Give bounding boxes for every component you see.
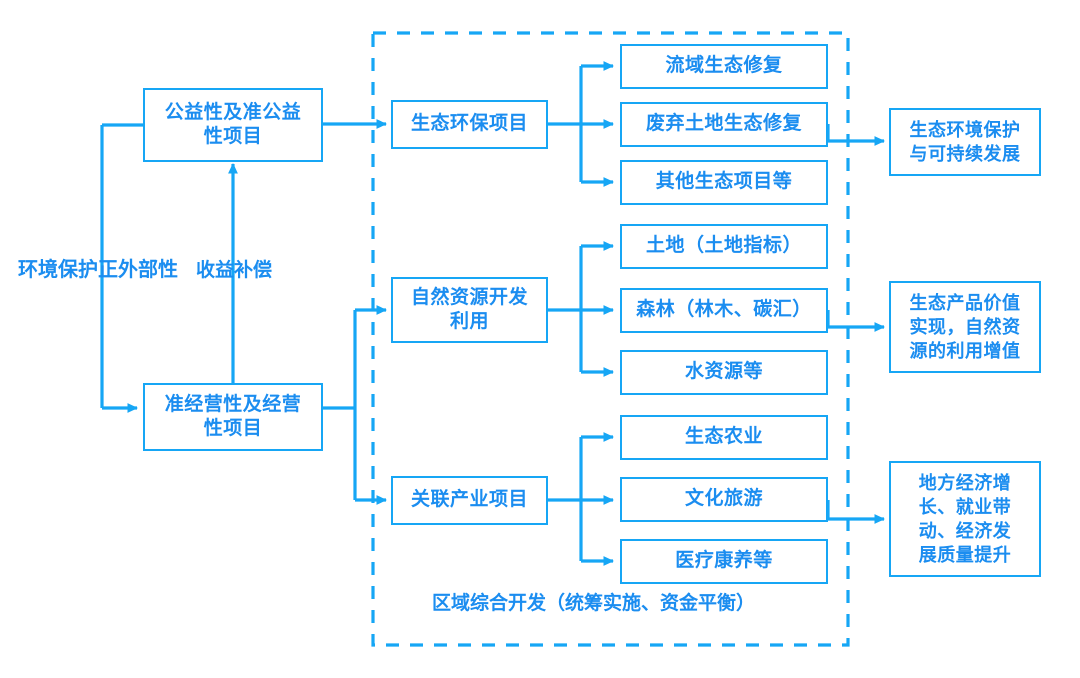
outcome-line: 长、就业带 — [918, 496, 1012, 517]
leaf-medical-wellness[interactable]: 医疗康养等 — [620, 539, 828, 584]
leaf-land-quota[interactable]: 土地（土地指标） — [620, 224, 828, 269]
outcome-line: 动、经济发 — [918, 521, 1012, 541]
outcome-line: 生态产品价值 — [909, 292, 1021, 313]
node-related-industry-projects[interactable]: 关联产业项目 — [391, 476, 548, 525]
node-quasi-commercial-projects[interactable]: 准经营性及经营 性项目 — [143, 383, 323, 451]
node-eco-environment-line1: 生态环保项目 — [410, 113, 528, 135]
outcome-line: 与可持续发展 — [909, 144, 1021, 164]
outcome-line: 生态环境保护 — [909, 119, 1021, 140]
node-public-welfare-projects[interactable]: 公益性及准公益 性项目 — [143, 88, 323, 162]
leaf-label: 废弃土地生态修复 — [645, 113, 802, 135]
leaf-water-resources[interactable]: 水资源等 — [620, 350, 828, 395]
node-natural-resource-line2: 利用 — [449, 311, 489, 332]
leaf-label: 森林（林木、碳汇） — [636, 299, 812, 321]
label-environmental-externality: 环境保护正外部性 — [18, 259, 178, 281]
leaf-label: 水资源等 — [684, 361, 763, 383]
outcome-line: 展质量提升 — [918, 545, 1012, 566]
leaf-label: 土地（土地指标） — [645, 235, 802, 257]
wire-relind-group-right — [826, 500, 885, 524]
node-natural-resource-development[interactable]: 自然资源开发 利用 — [391, 277, 548, 343]
outcome-line: 地方经济增 — [918, 472, 1012, 493]
node-public-welfare-line2: 性项目 — [203, 126, 263, 147]
node-quasi-commercial-line2: 性项目 — [203, 418, 263, 439]
leaf-other-eco-projects[interactable]: 其他生态项目等 — [620, 160, 828, 205]
leaf-label: 其他生态项目等 — [655, 171, 793, 193]
leaf-eco-agriculture[interactable]: 生态农业 — [620, 415, 828, 460]
outcome-line: 实现，自然资 — [909, 316, 1021, 337]
leaf-label: 医疗康养等 — [675, 550, 773, 572]
leaf-forest-timber-carbon[interactable]: 森林（林木、碳汇） — [620, 288, 828, 333]
node-natural-resource-line1: 自然资源开发 — [410, 286, 528, 308]
outcome-eco-product-value[interactable]: 生态产品价值 实现，自然资 源的利用增值 — [889, 281, 1041, 373]
leaf-abandoned-land-restoration[interactable]: 废弃土地生态修复 — [620, 102, 828, 147]
leaf-label: 文化旅游 — [684, 488, 763, 510]
label-benefit-compensation: 收益补偿 — [196, 260, 273, 281]
outcome-eco-protection[interactable]: 生态环境保护 与可持续发展 — [889, 108, 1041, 176]
caption-regional-development: 区域综合开发（统筹实施、资金平衡） — [432, 593, 756, 614]
wire-ecoenv-group-right — [826, 124, 885, 146]
node-public-welfare-line1: 公益性及准公益 — [164, 101, 302, 123]
outcome-local-economy[interactable]: 地方经济增 长、就业带 动、经济发 展质量提升 — [889, 461, 1041, 577]
leaf-label: 生态农业 — [684, 426, 763, 448]
node-related-industry-line1: 关联产业项目 — [410, 489, 528, 511]
leaf-watershed-restoration[interactable]: 流域生态修复 — [620, 44, 828, 89]
outcome-line: 源的利用增值 — [909, 341, 1021, 362]
leaf-culture-tourism[interactable]: 文化旅游 — [620, 477, 828, 522]
leaf-label: 流域生态修复 — [665, 55, 783, 77]
node-quasi-commercial-line1: 准经营性及经营 — [164, 393, 302, 415]
node-eco-environment-projects[interactable]: 生态环保项目 — [391, 100, 548, 149]
wire-natres-group-right — [826, 310, 885, 332]
